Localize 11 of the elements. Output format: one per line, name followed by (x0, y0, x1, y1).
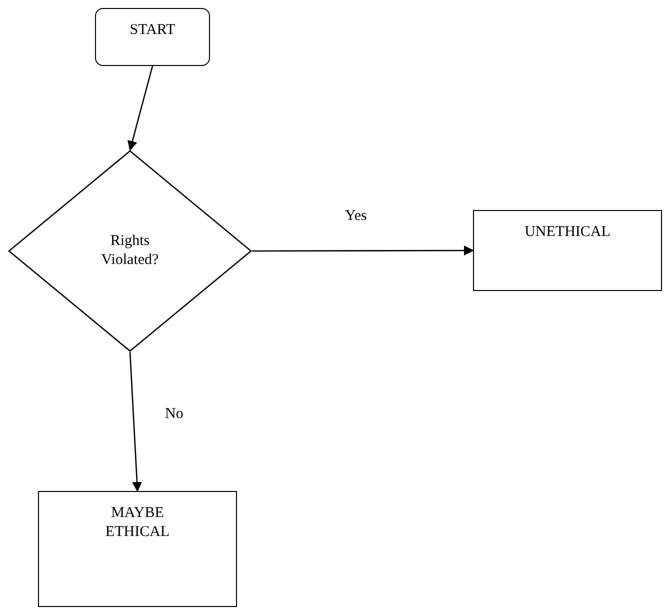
node-label: Rights Violated? (100, 232, 160, 270)
start-box (95, 8, 210, 66)
process-box (473, 210, 662, 291)
node-label: UNETHICAL (524, 223, 612, 242)
node-label: START (128, 21, 176, 40)
process-box (38, 491, 237, 607)
decision-diamond (8, 150, 252, 352)
arrow (252, 246, 474, 256)
node-label: MAYBE ETHICAL (104, 504, 171, 542)
arrow (128, 66, 154, 151)
arrow (129, 352, 142, 492)
